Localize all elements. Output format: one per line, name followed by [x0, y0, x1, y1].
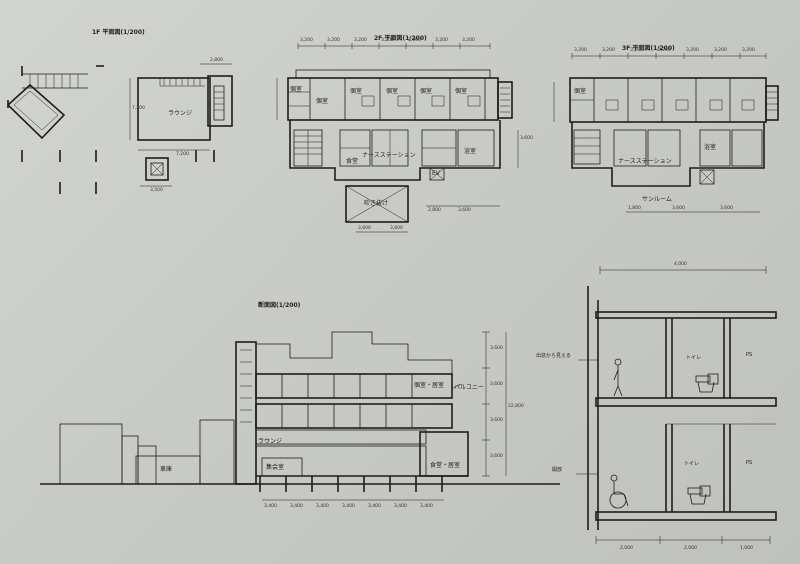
plan-2f-bath: 浴室 — [464, 148, 477, 155]
plan-2f-ev: EV — [432, 170, 440, 177]
plan-2f-drawing — [276, 43, 519, 233]
plan-3f-drawing — [553, 53, 779, 213]
section-dim-bottom-7: 3,400 — [420, 504, 433, 509]
plan-1f-dim-core: 3,500 — [150, 188, 163, 193]
plan-2f-title: 2F 平面図(1/200) — [374, 35, 427, 42]
detail-dim-bottom-1: 2,000 — [620, 546, 633, 551]
plan-3f-nurse: ナースステーション — [618, 158, 672, 165]
plan-3f-dim-top-3: 3,200 — [630, 48, 643, 53]
plan-2f-dim-top-7: 3,200 — [462, 38, 475, 43]
plan-2f-dim-top-1: 3,200 — [300, 38, 313, 43]
section-dining: 食堂・居室 — [430, 462, 461, 469]
plan-2f-dim-top-5: 3,200 — [408, 38, 421, 43]
plan-2f-dim-top-2: 3,200 — [327, 38, 340, 43]
plan-3f-dim-top-4: 3,200 — [658, 48, 671, 53]
section-dim-right-3: 3,600 — [490, 418, 503, 423]
section-dim-total: 22,800 — [508, 404, 524, 409]
detail-dim-top: 4,000 — [674, 262, 687, 267]
section-lounge: ラウンジ — [258, 438, 283, 445]
plan-2f-dim-bottom-2: 3,600 — [390, 226, 403, 231]
detail-note-1: 出窓から見える — [536, 353, 571, 359]
plan-2f-dim-right-3: 3,600 — [458, 208, 471, 213]
plan-1f-title: 1F 平面図(1/200) — [92, 29, 145, 36]
detail-ps-1: PS — [746, 352, 753, 358]
plan-1f-lounge-label: ラウンジ — [168, 110, 193, 117]
section-dim-bottom-1: 3,400 — [264, 504, 277, 509]
plan-2f-dim-top-3: 3,200 — [354, 38, 367, 43]
plan-1f-dim-side: 7,200 — [132, 106, 145, 111]
section-drawing — [40, 331, 560, 501]
plan-3f-sunroom: サンルーム — [642, 196, 672, 203]
plan-2f-room-2: 個室 — [350, 88, 363, 95]
plan-2f-room-4: 個室 — [420, 88, 433, 95]
plan-3f-dim-bottom-3: 3,600 — [720, 206, 733, 211]
detail-dim-bottom-3: 1,000 — [740, 546, 753, 551]
section-hall: 集会室 — [266, 464, 285, 471]
section-garage: 車庫 — [160, 466, 173, 473]
detail-ps-2: PS — [746, 460, 753, 466]
plan-3f-dim-top-1: 3,200 — [574, 48, 587, 53]
detail-note-2: 開放 — [552, 467, 563, 473]
section-dim-bottom-3: 3,400 — [316, 504, 329, 509]
plan-2f-dim-top-6: 3,200 — [435, 38, 448, 43]
plan-2f-entrance: 吹き抜け — [364, 200, 389, 207]
plan-3f-dim-bottom-2: 3,600 — [672, 206, 685, 211]
plan-3f-dim-top-6: 3,200 — [714, 48, 727, 53]
section-dim-right-2: 3,600 — [490, 382, 503, 387]
section-dim-right-4: 3,600 — [490, 454, 503, 459]
detail-toilet-2: トイレ — [684, 461, 700, 467]
plan-2f-dim-top-4: 3,200 — [381, 38, 394, 43]
section-dim-right-1: 3,600 — [490, 346, 503, 351]
plan-1f-dim-bottom: 7,200 — [176, 152, 189, 157]
plan-2f-nurse: ナースステーション — [362, 152, 416, 159]
plan-3f-dim-top-2: 3,200 — [602, 48, 615, 53]
detail-dim-bottom-2: 2,000 — [684, 546, 697, 551]
section-balcony: バルコニー — [454, 384, 484, 391]
plan-3f-bath: 浴室 — [704, 144, 717, 151]
section-dim-bottom-4: 3,400 — [342, 504, 355, 509]
plan-1f-drawing — [6, 63, 233, 194]
section-dim-bottom-6: 3,400 — [394, 504, 407, 509]
plan-3f-dim-top-5: 3,200 — [686, 48, 699, 53]
plan-2f-dining: 食堂 — [346, 158, 359, 165]
plan-3f-dim-top-7: 3,200 — [742, 48, 755, 53]
section-title: 断面図(1/200) — [258, 302, 301, 309]
plan-2f-room-6: 個室 — [290, 86, 303, 93]
plan-3f-title: 3F 平面図(1/200) — [622, 45, 675, 52]
plan-2f-room-5: 個室 — [455, 88, 468, 95]
plan-2f-dim-right-1: 3,600 — [520, 136, 533, 141]
section-dim-bottom-2: 3,400 — [290, 504, 303, 509]
section-dim-bottom-5: 3,400 — [368, 504, 381, 509]
plan-2f-dim-right-2: 2,800 — [428, 208, 441, 213]
detail-toilet-1: トイレ — [686, 355, 702, 361]
plan-2f-dim-bottom-1: 3,600 — [358, 226, 371, 231]
plan-3f-room-1: 個室 — [574, 88, 587, 95]
plan-3f-dim-bottom-1: 1,800 — [628, 206, 641, 211]
detail-section-drawing — [576, 266, 777, 544]
plan-1f-dim-top: 2,800 — [210, 58, 223, 63]
section-room-label: 個室・居室 — [414, 382, 445, 389]
plan-2f-room-3: 個室 — [386, 88, 399, 95]
plan-2f-room-1: 個室 — [316, 98, 329, 105]
